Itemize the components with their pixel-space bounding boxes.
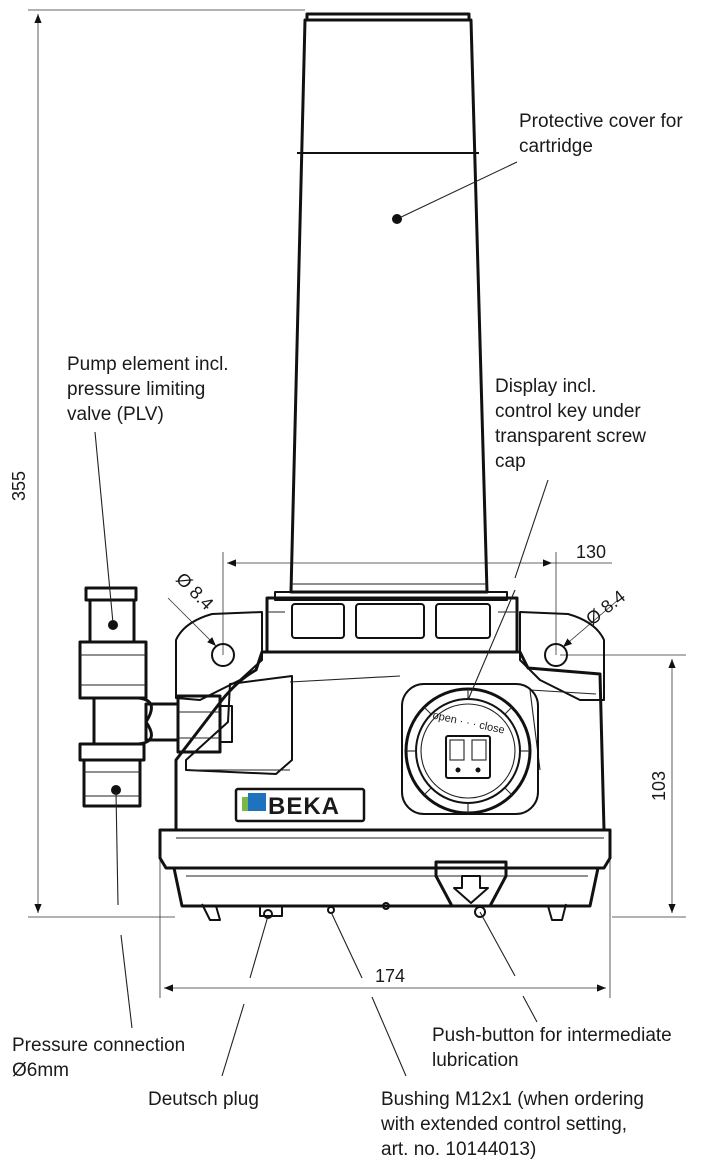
label-bushing-line: with extended control setting, <box>380 1114 627 1135</box>
svg-text:with extended control setting,: with extended control setting, <box>380 1114 627 1135</box>
label-pushbutton-line: Push-button for intermediate <box>432 1025 672 1046</box>
beka-logo: BEKA <box>234 787 366 823</box>
push-button <box>434 860 508 918</box>
mounting-hole-left <box>211 643 235 667</box>
svg-text:Push-button for intermediate: Push-button for intermediate <box>432 1025 672 1046</box>
brand-name: BEKA <box>268 793 340 820</box>
dim-hole-right: Ø 8.4 <box>582 586 629 629</box>
protective-cover <box>289 12 489 594</box>
svg-text:cap: cap <box>495 451 526 472</box>
dimension-lines <box>28 9 686 998</box>
leader-lines <box>94 161 549 1077</box>
display-dial: open · · · close <box>401 683 539 815</box>
housing-base <box>158 828 612 921</box>
svg-text:pressure limiting: pressure limiting <box>67 379 205 400</box>
label-pressure-line: Ø6mm <box>12 1060 69 1081</box>
svg-text:art. no. 10144013): art. no. 10144013) <box>381 1139 536 1160</box>
label-cover-line: cartridge <box>519 136 593 157</box>
label-pushbutton-line: lubrication <box>432 1050 519 1071</box>
dim-width-base: 174 <box>375 966 405 986</box>
label-display-line: cap <box>495 451 526 472</box>
label-pump-line: Pump element incl. <box>67 354 229 375</box>
cover-collar <box>265 591 519 654</box>
svg-text:transparent screw: transparent screw <box>495 426 646 447</box>
pump-element <box>78 586 233 808</box>
svg-text:Ø6mm: Ø6mm <box>12 1060 69 1081</box>
dim-height-base: 103 <box>649 771 669 801</box>
svg-text:Pump element incl.: Pump element incl. <box>67 354 229 375</box>
label-deutsch-line: Deutsch plug <box>148 1089 259 1110</box>
dim-width-holes: 130 <box>576 542 606 562</box>
svg-text:Display incl.: Display incl. <box>495 376 596 397</box>
logo-blue-square <box>248 793 266 811</box>
svg-text:valve (PLV): valve (PLV) <box>67 404 164 425</box>
label-display-line: Display incl. <box>495 376 596 397</box>
svg-text:Protective cover for: Protective cover for <box>519 111 683 132</box>
mounting-hole-right <box>544 643 568 667</box>
svg-text:cartridge: cartridge <box>519 136 593 157</box>
mounting-brackets <box>175 611 605 701</box>
label-bushing: Bushing M12x1 (when ordering with extend… <box>380 1089 644 1160</box>
label-display-line: transparent screw <box>495 426 646 447</box>
label-pressure-line: Pressure connection <box>12 1035 185 1056</box>
label-pump-line: valve (PLV) <box>67 404 164 425</box>
svg-text:Pressure connection: Pressure connection <box>12 1035 185 1056</box>
label-display-line: control key under <box>495 401 641 422</box>
label-pressure: Pressure connection Ø6mm <box>12 1035 185 1081</box>
dim-height-total: 355 <box>9 471 29 501</box>
label-bushing-line: art. no. 10144013) <box>381 1139 536 1160</box>
label-bushing-line: Bushing M12x1 (when ordering <box>381 1089 644 1110</box>
dial-teeth <box>406 689 530 813</box>
svg-text:lubrication: lubrication <box>432 1050 519 1071</box>
svg-text:Deutsch plug: Deutsch plug <box>148 1089 259 1110</box>
svg-text:Bushing M12x1 (when ordering: Bushing M12x1 (when ordering <box>381 1089 644 1110</box>
dim-hole-left: Ø 8.4 <box>172 569 217 614</box>
label-pushbutton: Push-button for intermediate lubrication <box>432 1025 672 1071</box>
dial-text: open · · · close <box>431 710 505 737</box>
svg-text:control key under: control key under <box>495 401 641 422</box>
label-cover-line: Protective cover for <box>519 111 683 132</box>
label-display: Display incl. control key under transpar… <box>495 376 646 472</box>
label-pump: Pump element incl. pressure limiting val… <box>67 354 229 425</box>
label-deutsch: Deutsch plug <box>148 1089 259 1110</box>
label-pump-line: pressure limiting <box>67 379 205 400</box>
label-cover: Protective cover for cartridge <box>519 111 683 157</box>
